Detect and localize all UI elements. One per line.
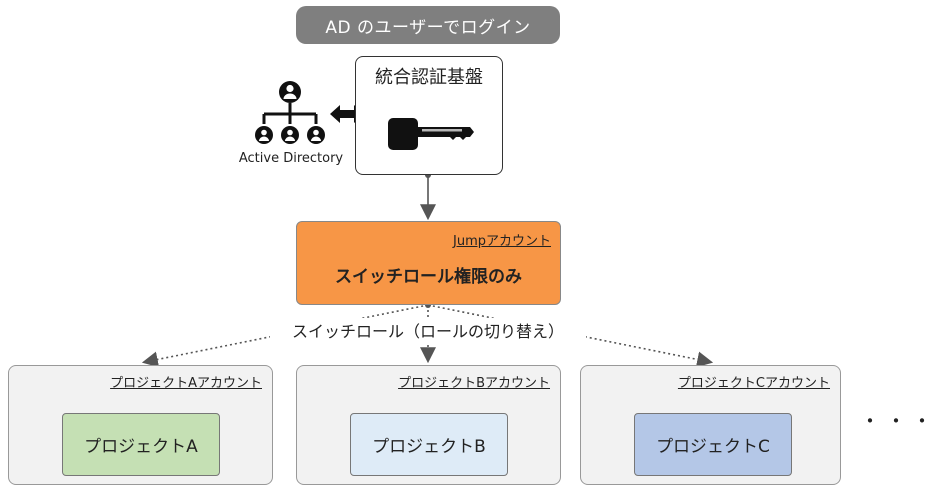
active-directory-label: Active Directory — [238, 151, 344, 166]
more-ellipsis: ・・・ — [860, 409, 928, 433]
login-pill: AD のユーザーでログイン — [296, 6, 560, 44]
jump-account-label: Jumpアカウント — [453, 234, 551, 249]
project-c-account: プロジェクトCアカウント プロジェクトC — [580, 365, 841, 485]
org-chart-icon — [255, 81, 325, 144]
jump-account-box: Jumpアカウント スイッチロール権限のみ — [296, 221, 561, 305]
auth-platform-box: 統合認証基盤 — [355, 56, 503, 175]
project-a-account-label: プロジェクトAアカウント — [110, 376, 262, 391]
project-a-account: プロジェクトAアカウント プロジェクトA — [8, 365, 273, 485]
project-b-account: プロジェクトBアカウント プロジェクトB — [296, 365, 561, 485]
key-icon — [388, 118, 474, 150]
auth-platform-title: 統合認証基盤 — [375, 67, 483, 88]
project-a-box: プロジェクトA — [62, 413, 220, 476]
project-c-account-label: プロジェクトCアカウント — [677, 376, 830, 391]
project-b-account-label: プロジェクトBアカウント — [398, 376, 550, 391]
switch-role-label: スイッチロール（ロールの切り替え） — [270, 318, 586, 342]
auth-to-jump-arrow — [420, 172, 436, 221]
project-c-box: プロジェクトC — [634, 413, 792, 476]
switch-role-only-text: スイッチロール権限のみ — [335, 267, 522, 287]
project-b-box: プロジェクトB — [350, 413, 508, 476]
